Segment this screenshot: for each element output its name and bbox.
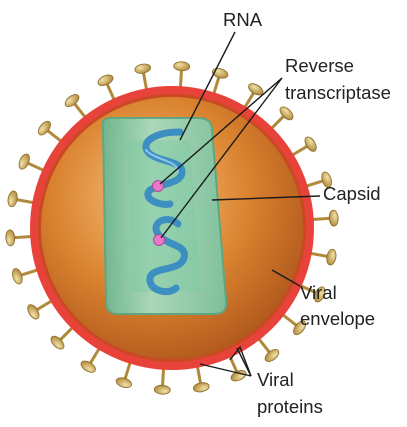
viral-protein-spike <box>310 248 338 265</box>
viral-protein-spike <box>312 210 339 227</box>
viral-protein-spike <box>96 73 114 100</box>
viral-protein-spike <box>115 362 133 390</box>
viral-proteins-label-line2: proteins <box>257 396 323 417</box>
viral-protein-spike <box>17 152 44 170</box>
viral-protein-spike <box>271 105 295 129</box>
viral-protein-spike <box>25 300 52 321</box>
viral-protein-spike <box>36 119 62 142</box>
viral-protein-spike <box>63 92 86 118</box>
viral-envelope-label-line2: envelope <box>300 308 375 329</box>
viral-protein-spike <box>7 190 35 207</box>
viral-protein-spike <box>292 135 319 156</box>
reverse-transcriptase-label-line2: transcriptase <box>285 82 391 103</box>
viral-proteins-label-line1: Viral <box>257 369 294 390</box>
viral-protein-spike <box>193 366 210 394</box>
viral-protein-spike <box>5 230 32 247</box>
viral-protein-spike <box>79 348 100 375</box>
reverse-transcriptase-label-line1: Reverse <box>285 55 354 76</box>
viral-protein-spike <box>211 67 229 95</box>
viral-protein-spike <box>154 368 171 395</box>
viral-protein-spike <box>173 61 190 88</box>
viral-protein-spike <box>258 338 281 364</box>
capsid-label: Capsid <box>323 183 381 204</box>
viral-protein-spike <box>134 63 151 91</box>
rna-label: RNA <box>223 9 263 30</box>
viral-envelope-label-line1: Viral <box>300 282 337 303</box>
viral-proteins-leader-3 <box>200 364 251 376</box>
viral-protein-spike <box>49 327 73 351</box>
viral-protein-spike <box>11 267 39 285</box>
